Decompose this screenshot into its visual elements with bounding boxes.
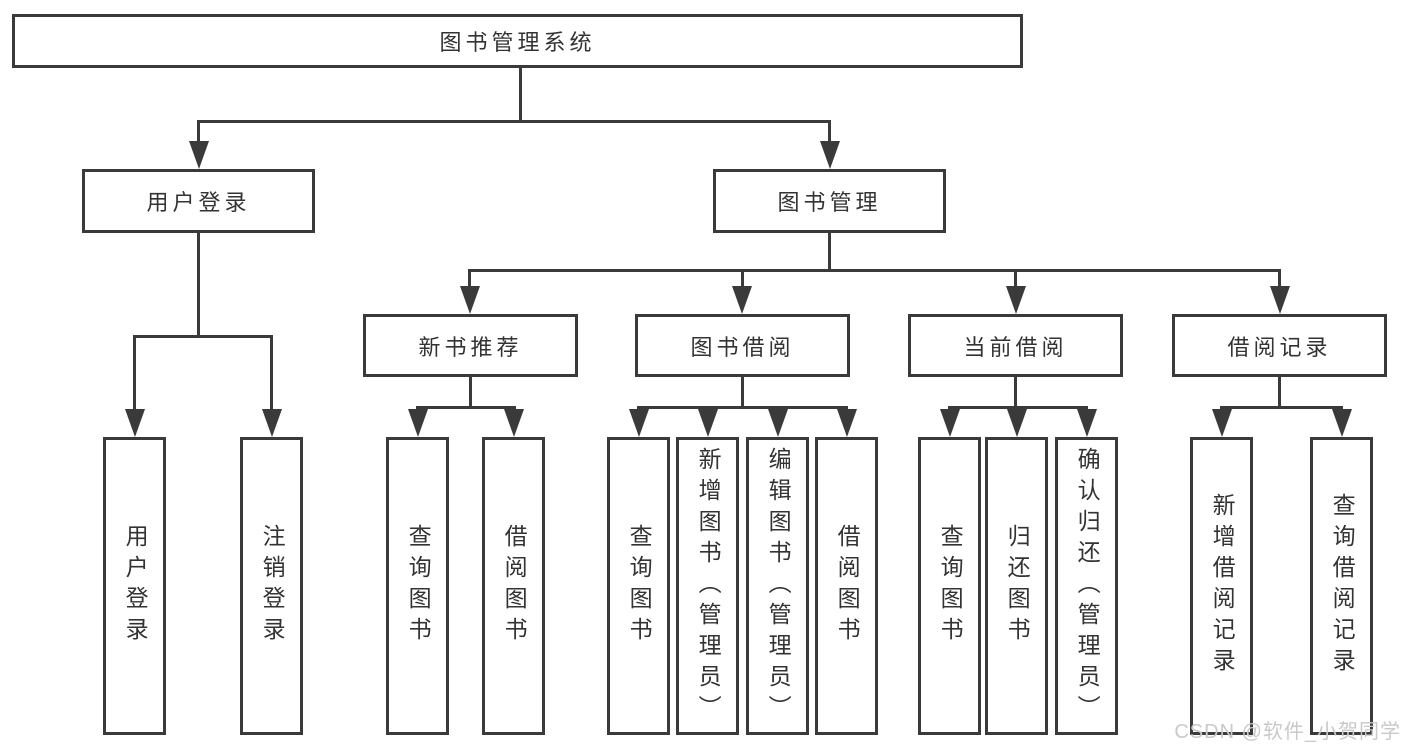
leaf-label: 编辑图书（管理员）: [765, 446, 792, 726]
arrow-down: [698, 409, 718, 437]
node-current-borrowing: 当前借阅: [908, 314, 1123, 377]
leaf-borrow-books-recommend: 借阅图书: [482, 437, 545, 735]
node-book-management: 图书管理: [713, 169, 946, 233]
connector-line: [828, 120, 831, 146]
leaf-logout: 注销登录: [240, 437, 303, 735]
connector-line: [948, 406, 1088, 409]
connector-line: [741, 377, 744, 409]
connector-line: [197, 233, 200, 338]
connector-line: [270, 335, 273, 415]
leaf-query-books-borrowing: 查询图书: [607, 437, 670, 735]
arrow-down: [1006, 286, 1026, 314]
leaf-label: 注销登录: [259, 524, 286, 648]
arrow-down: [629, 409, 649, 437]
node-label: 图书管理系统: [439, 30, 596, 55]
connector-line: [1014, 377, 1017, 409]
arrow-down: [125, 409, 145, 437]
node-label: 图书管理: [777, 190, 882, 215]
connector-line: [741, 269, 744, 293]
node-book-borrowing: 图书借阅: [635, 314, 850, 377]
node-new-book-recommend: 新书推荐: [363, 314, 578, 377]
arrow-down: [189, 141, 209, 169]
connector-line: [1278, 269, 1281, 293]
arrow-down: [1332, 409, 1352, 437]
leaf-label: 借阅图书: [501, 524, 528, 648]
node-label: 用户登录: [146, 190, 251, 215]
connector-line: [828, 233, 831, 272]
arrow-down: [1007, 409, 1027, 437]
leaf-label: 借阅图书: [834, 524, 861, 648]
arrow-down: [768, 409, 788, 437]
arrow-down: [1212, 409, 1232, 437]
arrow-down: [1077, 409, 1097, 437]
node-label: 当前借阅: [963, 334, 1068, 360]
leaf-label: 查询图书: [626, 524, 653, 648]
leaf-label: 归还图书: [1004, 524, 1031, 648]
node-library-system: 图书管理系统: [12, 14, 1023, 68]
node-user-login: 用户登录: [82, 169, 315, 233]
leaf-add-books-admin: 新增图书（管理员）: [676, 437, 739, 735]
arrow-down: [732, 286, 752, 314]
leaf-return-books: 归还图书: [985, 437, 1048, 735]
arrow-down: [1270, 286, 1290, 314]
connector-line: [519, 68, 522, 122]
connector-line: [197, 120, 831, 123]
node-borrow-records: 借阅记录: [1172, 314, 1387, 377]
leaf-query-borrow-record: 查询借阅记录: [1310, 437, 1373, 735]
node-label: 图书借阅: [690, 334, 795, 360]
leaf-user-login: 用户登录: [103, 437, 166, 735]
leaf-label: 新增借阅记录: [1209, 493, 1236, 679]
arrow-down: [940, 409, 960, 437]
leaf-label: 查询借阅记录: [1329, 493, 1356, 679]
leaf-query-books-recommend: 查询图书: [386, 437, 449, 735]
connector-line: [197, 120, 200, 146]
connector-line: [1220, 406, 1343, 409]
leaf-add-borrow-record: 新增借阅记录: [1190, 437, 1253, 735]
connector-line: [469, 377, 472, 409]
connector-line: [637, 406, 848, 409]
connector-line: [468, 269, 471, 293]
arrow-down: [837, 409, 857, 437]
leaf-label: 查询图书: [405, 524, 432, 648]
connector-line: [1278, 377, 1281, 409]
arrow-down: [504, 409, 524, 437]
leaf-label: 新增图书（管理员）: [695, 446, 722, 726]
leaf-borrow-books: 借阅图书: [815, 437, 878, 735]
leaf-label: 用户登录: [122, 524, 149, 648]
leaf-label: 查询图书: [937, 524, 964, 648]
leaf-label: 确认归还（管理员）: [1074, 446, 1101, 726]
leaf-edit-books-admin: 编辑图书（管理员）: [746, 437, 809, 735]
arrow-down: [408, 409, 428, 437]
arrow-down: [820, 141, 840, 169]
node-label: 借阅记录: [1227, 334, 1332, 360]
arrow-down: [460, 286, 480, 314]
connector-line: [133, 335, 273, 338]
connector-line: [133, 335, 136, 415]
leaf-query-books-current: 查询图书: [918, 437, 981, 735]
csdn-watermark: CSDN @软件_小贺同学: [1174, 721, 1401, 743]
leaf-confirm-return-admin: 确认归还（管理员）: [1055, 437, 1118, 735]
connector-line: [468, 269, 1281, 272]
node-label: 新书推荐: [418, 334, 523, 360]
connector-line: [416, 406, 516, 409]
connector-line: [1014, 269, 1017, 293]
arrow-down: [262, 409, 282, 437]
